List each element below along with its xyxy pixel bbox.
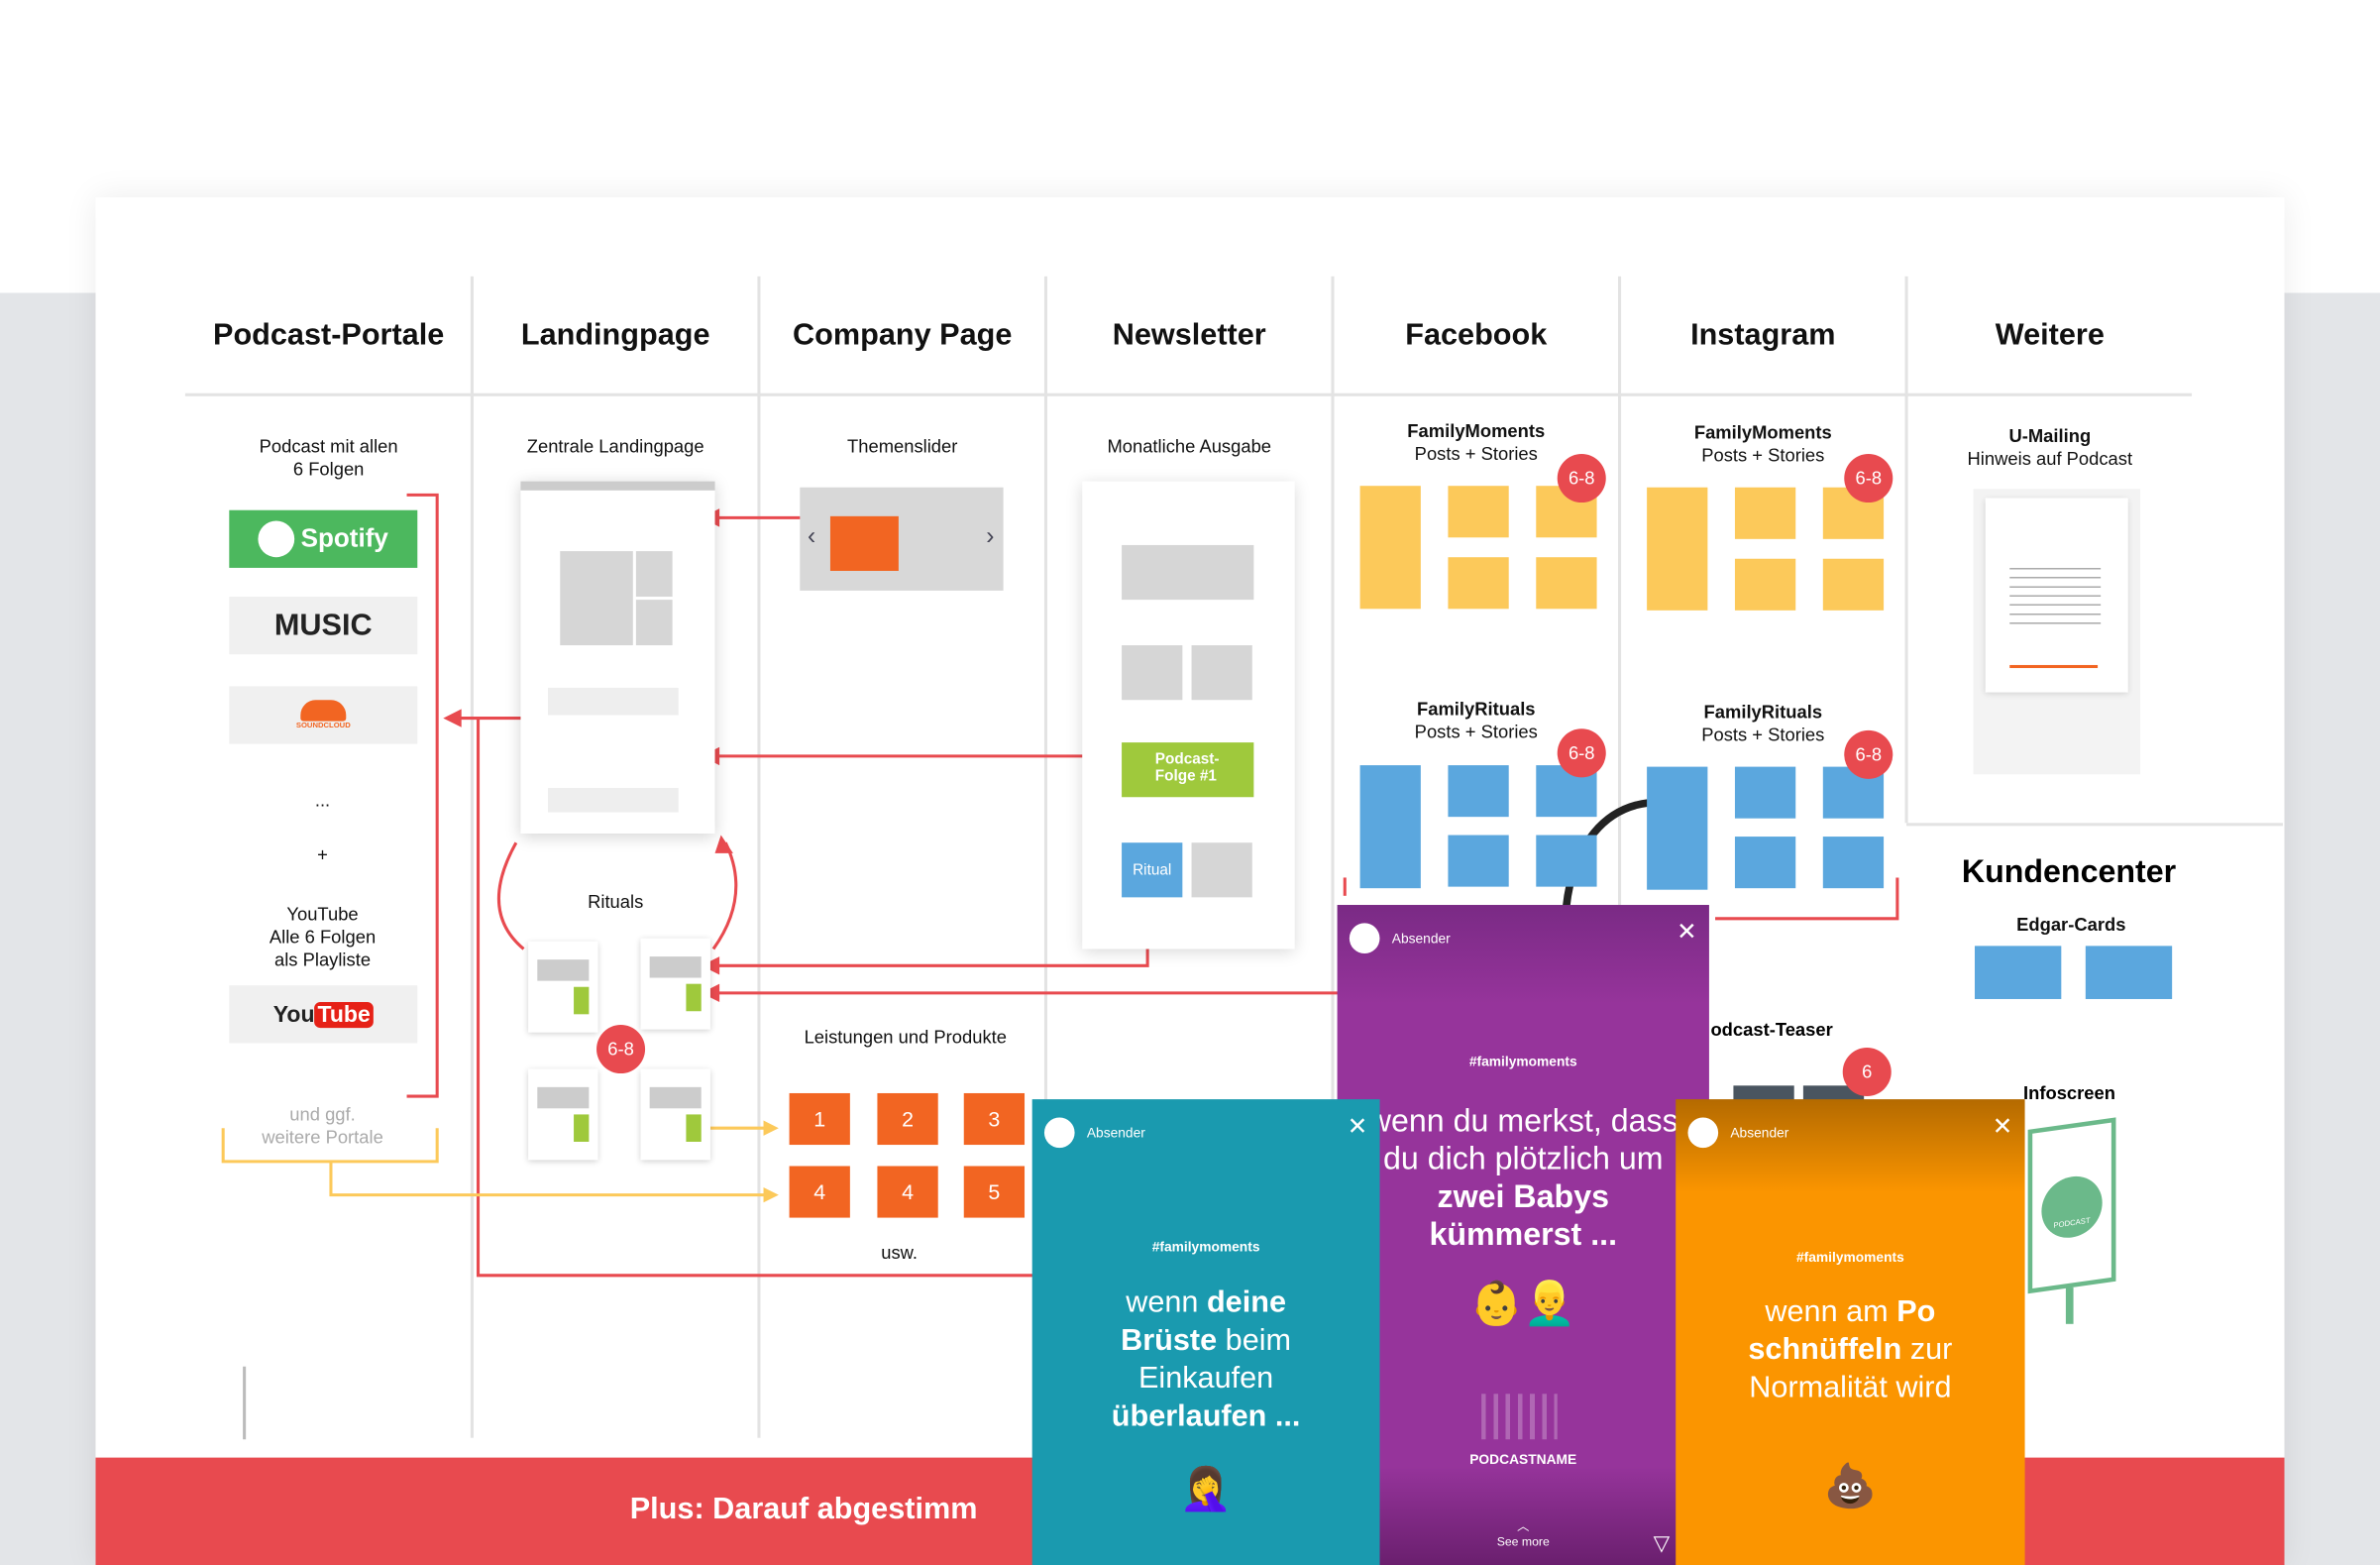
sender-avatar	[1349, 923, 1380, 954]
story-text: wenn du merkst, dass	[1367, 1103, 1678, 1139]
column-divider	[1618, 276, 1622, 1438]
products-title: Leistungen und Produkte	[804, 1026, 1007, 1049]
story-sender: Absender	[1391, 931, 1451, 947]
close-icon[interactable]: ✕	[1677, 920, 1697, 947]
column-header-instagram: Instagram	[1690, 318, 1836, 353]
send-icon[interactable]: ▽	[1653, 1530, 1671, 1555]
column-header-newsletter: Newsletter	[1112, 318, 1266, 353]
kundencenter-title: Kundencenter	[1961, 854, 2177, 890]
story-text: kümmerst ...	[1429, 1217, 1618, 1253]
ritual-card	[640, 1068, 710, 1161]
column-header-podcast-portale: Podcast-Portale	[213, 318, 445, 353]
fb-rituals-badge: 6-8	[1557, 728, 1606, 778]
landingpage-subtitle: Zentrale Landingpage	[526, 435, 704, 458]
apple-music-logo[interactable]: MUSIC	[229, 597, 418, 655]
story-text: zwei Babys	[1437, 1179, 1609, 1215]
product-tile: 1	[789, 1092, 850, 1146]
story-sender: Absender	[1730, 1125, 1789, 1141]
product-tile: 4	[789, 1166, 850, 1218]
emoji: 👶👱‍♂️	[1469, 1280, 1576, 1327]
product-tile: 3	[963, 1092, 1026, 1146]
ritual-card	[528, 941, 598, 1033]
spotify-icon	[258, 520, 295, 558]
chevron-left-icon[interactable]: ‹	[807, 523, 816, 550]
column-divider	[757, 276, 761, 1438]
edgar-card	[2085, 946, 2173, 999]
soundcloud-icon	[300, 700, 347, 722]
audio-wave-icon	[1481, 1394, 1558, 1440]
story-sender: Absender	[1086, 1125, 1145, 1141]
rituals-count-badge: 6-8	[596, 1025, 646, 1074]
column-header-landingpage: Landingpage	[520, 318, 710, 353]
footer-text: Plus: Darauf abgestimm	[629, 1492, 978, 1526]
ig-moments-badge: 6-8	[1844, 454, 1893, 503]
infoscreen-label: Infoscreen	[2023, 1082, 2115, 1104]
ellipsis: ...	[314, 789, 331, 812]
column-header-weitere: Weitere	[1995, 318, 2105, 353]
products-more: usw.	[881, 1242, 919, 1264]
spotify-logo[interactable]: Spotify	[229, 509, 418, 568]
rituals-label: Rituals	[588, 891, 644, 913]
story-hashtag: #familymoments	[1795, 1249, 1904, 1266]
soundcloud-logo[interactable]: SOUNDCLOUD	[229, 686, 418, 744]
podcast-name: PODCASTNAME	[1469, 1451, 1577, 1467]
story-hashtag: #familymoments	[1151, 1239, 1260, 1255]
instagram-story-purple[interactable]: Absender ✕ #familymoments wenn du merkst…	[1337, 905, 1709, 1565]
story-text: wenn am Po schnüffeln zur Normalität wir…	[1748, 1294, 1953, 1405]
podcast-teaser-badge: 6	[1842, 1048, 1892, 1097]
edgar-cards-label: Edgar-Cards	[2016, 914, 2126, 936]
sender-avatar	[1687, 1117, 1719, 1149]
podcast-episode-block: Podcast- Folge #1	[1122, 742, 1254, 798]
sender-avatar	[1043, 1117, 1075, 1149]
landingpage-mockup	[520, 481, 715, 835]
story-text: wenn deine Brüste beim Einkaufen überlau…	[1111, 1286, 1301, 1434]
chevron-right-icon[interactable]: ›	[986, 523, 995, 550]
edgar-card	[1975, 946, 2062, 999]
story-text: du dich plötzlich um	[1382, 1141, 1664, 1177]
see-more-button[interactable]: ︿See more	[1496, 1519, 1550, 1549]
emoji: 🤦‍♀️	[1179, 1465, 1233, 1512]
podcast-headphones-icon: PODCAST	[2041, 1172, 2103, 1242]
envelope-mailing-icon	[1973, 489, 2140, 775]
ritual-card	[640, 938, 710, 1030]
header-divider	[184, 392, 2193, 396]
story-hashtag: #familymoments	[1468, 1054, 1577, 1069]
ritual-block: Ritual	[1122, 842, 1183, 898]
column-divider	[470, 276, 474, 1438]
close-icon[interactable]: ✕	[1992, 1114, 2013, 1141]
product-tile: 2	[877, 1092, 938, 1146]
newsletter-subtitle: Monatliche Ausgabe	[1107, 435, 1272, 458]
themenslider-mockup: ‹ ›	[800, 487, 1004, 591]
product-tile: 5	[963, 1166, 1026, 1218]
instagram-story-teal[interactable]: Absender ✕ #familymoments wenn deine Brü…	[1031, 1099, 1380, 1565]
column-header-company-page: Company Page	[793, 318, 1013, 353]
column-divider	[1904, 276, 1908, 824]
newsletter-mockup: Podcast- Folge #1 Ritual	[1082, 481, 1295, 950]
ig-rituals-badge: 6-8	[1844, 729, 1893, 779]
column-divider	[1043, 276, 1048, 1438]
divider	[1906, 823, 2283, 827]
instagram-story-orange[interactable]: Absender ✕ #familymoments wenn am Po sch…	[1676, 1099, 2025, 1565]
emoji: 💩	[1823, 1462, 1878, 1509]
further-portals: und ggf.weitere Portale	[262, 1103, 383, 1149]
fb-moments-badge: 6-8	[1557, 454, 1606, 503]
close-icon[interactable]: ✕	[1347, 1114, 1368, 1141]
ritual-card	[528, 1068, 598, 1161]
column-divider	[1331, 276, 1335, 1438]
plus: +	[317, 843, 328, 866]
themenslider-subtitle: Themenslider	[847, 435, 958, 458]
column-header-facebook: Facebook	[1405, 318, 1548, 353]
podcast-teaser-label: odcast-Teaser	[1710, 1018, 1833, 1041]
infoscreen-sign: PODCAST	[2027, 1117, 2116, 1294]
product-tile: 4	[877, 1166, 938, 1218]
